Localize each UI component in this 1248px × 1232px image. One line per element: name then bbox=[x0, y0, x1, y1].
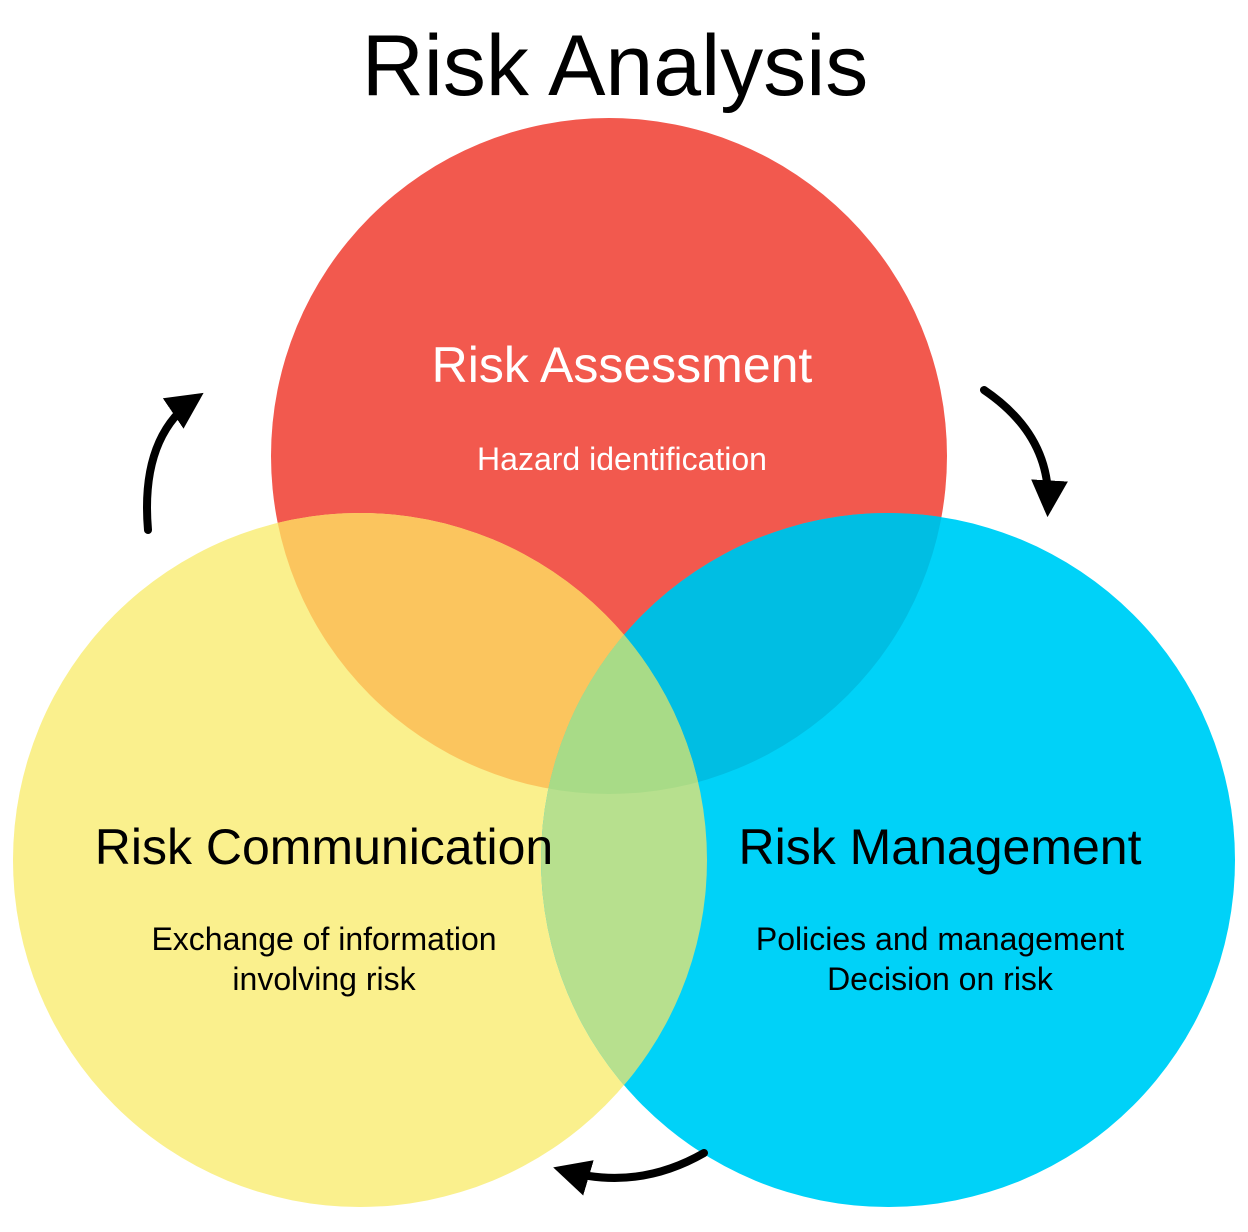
communication-sublabel-line1: Exchange of information bbox=[151, 921, 496, 957]
assessment-sublabel: Hazard identification bbox=[477, 441, 767, 477]
assessment-management-overlap bbox=[541, 513, 947, 794]
page-title: Risk Analysis bbox=[362, 18, 869, 114]
arrow-assessment-to-management-icon bbox=[980, 386, 1068, 518]
communication-label: Risk Communication bbox=[95, 819, 553, 875]
communication-sublabel-line2: involving risk bbox=[232, 961, 416, 997]
assessment-communication-overlap bbox=[271, 513, 707, 794]
arrow-management-to-communication-icon bbox=[553, 1149, 708, 1196]
management-sublabel-line2: Decision on risk bbox=[827, 961, 1054, 997]
management-label: Risk Management bbox=[739, 819, 1142, 875]
management-sublabel-line1: Policies and management bbox=[756, 921, 1124, 957]
assessment-label: Risk Assessment bbox=[432, 337, 813, 393]
arrow-communication-to-assessment-icon bbox=[143, 392, 204, 534]
